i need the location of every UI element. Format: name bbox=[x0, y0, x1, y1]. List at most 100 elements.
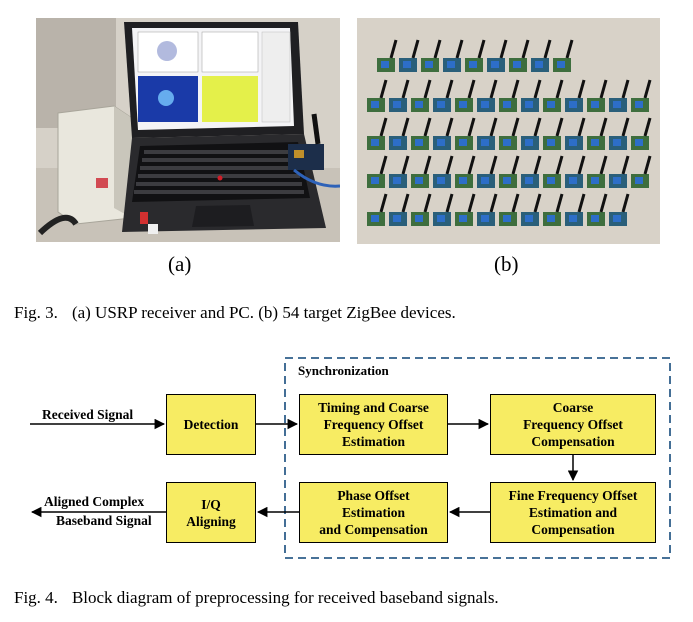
zigbee-antenna bbox=[467, 193, 476, 213]
zigbee-antenna bbox=[401, 117, 410, 137]
zigbee-antenna bbox=[499, 39, 508, 59]
zigbee-chip bbox=[437, 139, 445, 146]
figure-3-caption-text: (a) USRP receiver and PC. (b) 54 target … bbox=[71, 303, 456, 322]
zigbee-antenna bbox=[621, 117, 630, 137]
zigbee-chip bbox=[371, 215, 379, 222]
zigbee-antenna bbox=[423, 79, 432, 99]
zigbee-chip bbox=[437, 215, 445, 222]
zigbee-chip bbox=[371, 101, 379, 108]
zigbee-antenna bbox=[379, 79, 388, 99]
zigbee-chip bbox=[415, 139, 423, 146]
zigbee-chip bbox=[503, 139, 511, 146]
zigbee-antenna bbox=[445, 155, 454, 175]
figure-4-caption-text: Block diagram of preprocessing for recei… bbox=[71, 588, 499, 607]
zigbee-chip bbox=[447, 61, 455, 68]
zigbee-chip bbox=[481, 215, 489, 222]
figure-3-caption: Fig. 3. (a) USRP receiver and PC. (b) 54 … bbox=[14, 303, 456, 323]
zigbee-antenna bbox=[511, 117, 520, 137]
zigbee-chip bbox=[481, 177, 489, 184]
zigbee-chip bbox=[393, 177, 401, 184]
zigbee-chip bbox=[635, 177, 643, 184]
photo-usrp-receiver-and-pc bbox=[36, 18, 340, 242]
zigbee-chip bbox=[613, 139, 621, 146]
zigbee-chip bbox=[481, 139, 489, 146]
zigbee-antenna bbox=[555, 79, 564, 99]
zigbee-antenna bbox=[389, 39, 398, 59]
zigbee-chip bbox=[381, 61, 389, 68]
zigbee-chip bbox=[569, 101, 577, 108]
zigbee-chip bbox=[371, 139, 379, 146]
block-timing-coarse-frequency-estimation: Timing and Coarse Frequency Offset Estim… bbox=[299, 394, 448, 455]
zigbee-antenna bbox=[423, 117, 432, 137]
zigbee-antenna bbox=[489, 193, 498, 213]
zigbee-antenna bbox=[555, 117, 564, 137]
zigbee-antenna bbox=[467, 155, 476, 175]
zigbee-chip bbox=[491, 61, 499, 68]
figure-3-number: Fig. 3. bbox=[14, 303, 58, 322]
zigbee-chip bbox=[459, 177, 467, 184]
block-phase-offset-estimation-compensation: Phase Offset Estimation and Compensation bbox=[299, 482, 448, 543]
zigbee-antenna bbox=[599, 79, 608, 99]
zigbee-chip bbox=[415, 101, 423, 108]
zigbee-chip bbox=[503, 215, 511, 222]
zigbee-chip bbox=[613, 215, 621, 222]
zigbee-antenna bbox=[489, 79, 498, 99]
zigbee-chip bbox=[591, 177, 599, 184]
zigbee-antenna bbox=[455, 39, 464, 59]
zigbee-chip bbox=[481, 101, 489, 108]
zigbee-antenna bbox=[401, 79, 410, 99]
zigbee-chip bbox=[547, 177, 555, 184]
zigbee-chip bbox=[569, 139, 577, 146]
zigbee-antenna bbox=[445, 117, 454, 137]
zigbee-antenna bbox=[511, 155, 520, 175]
received-signal-label: Received Signal bbox=[42, 407, 134, 422]
zigbee-chip bbox=[425, 61, 433, 68]
zigbee-chip bbox=[535, 61, 543, 68]
zigbee-antenna bbox=[543, 39, 552, 59]
zigbee-antenna bbox=[445, 79, 454, 99]
zigbee-chip bbox=[459, 215, 467, 222]
zigbee-antenna bbox=[599, 193, 608, 213]
zigbee-chip bbox=[591, 139, 599, 146]
figure-4-caption: Fig. 4.Block diagram of preprocessing fo… bbox=[14, 588, 499, 608]
zigbee-antenna bbox=[643, 155, 652, 175]
zigbee-antenna bbox=[445, 193, 454, 213]
zigbee-antenna bbox=[533, 155, 542, 175]
zigbee-chip bbox=[613, 101, 621, 108]
diagram-connectors bbox=[30, 357, 671, 559]
subfigure-label-b: (b) bbox=[494, 252, 519, 276]
synchronization-boundary bbox=[284, 357, 671, 559]
zigbee-antenna bbox=[643, 117, 652, 137]
zigbee-chip bbox=[613, 177, 621, 184]
zigbee-antenna bbox=[621, 155, 630, 175]
zigbee-chip bbox=[525, 101, 533, 108]
zigbee-antenna bbox=[533, 193, 542, 213]
zigbee-antenna bbox=[555, 193, 564, 213]
zigbee-chip bbox=[525, 177, 533, 184]
zigbee-antenna bbox=[379, 117, 388, 137]
block-fine-frequency-estimation-compensation: Fine Frequency Offset Estimation and Com… bbox=[490, 482, 656, 543]
zigbee-chip bbox=[547, 101, 555, 108]
zigbee-antenna bbox=[643, 79, 652, 99]
zigbee-chip bbox=[591, 215, 599, 222]
zigbee-chip bbox=[393, 139, 401, 146]
zigbee-chip bbox=[569, 177, 577, 184]
zigbee-chip bbox=[525, 139, 533, 146]
zigbee-antenna bbox=[511, 193, 520, 213]
zigbee-antenna bbox=[577, 193, 586, 213]
zigbee-antenna bbox=[467, 79, 476, 99]
zigbee-chip bbox=[393, 215, 401, 222]
zigbee-antenna bbox=[621, 193, 630, 213]
zigbee-chip bbox=[415, 215, 423, 222]
zigbee-chip bbox=[459, 101, 467, 108]
zigbee-chip bbox=[525, 215, 533, 222]
zigbee-antenna bbox=[379, 193, 388, 213]
zigbee-antenna bbox=[577, 79, 586, 99]
zigbee-chip bbox=[371, 177, 379, 184]
zigbee-antenna bbox=[533, 79, 542, 99]
zigbee-antenna bbox=[489, 155, 498, 175]
zigbee-antenna bbox=[577, 155, 586, 175]
zigbee-chip bbox=[547, 215, 555, 222]
photo-zigbee-devices bbox=[357, 18, 660, 244]
zigbee-antenna bbox=[577, 117, 586, 137]
